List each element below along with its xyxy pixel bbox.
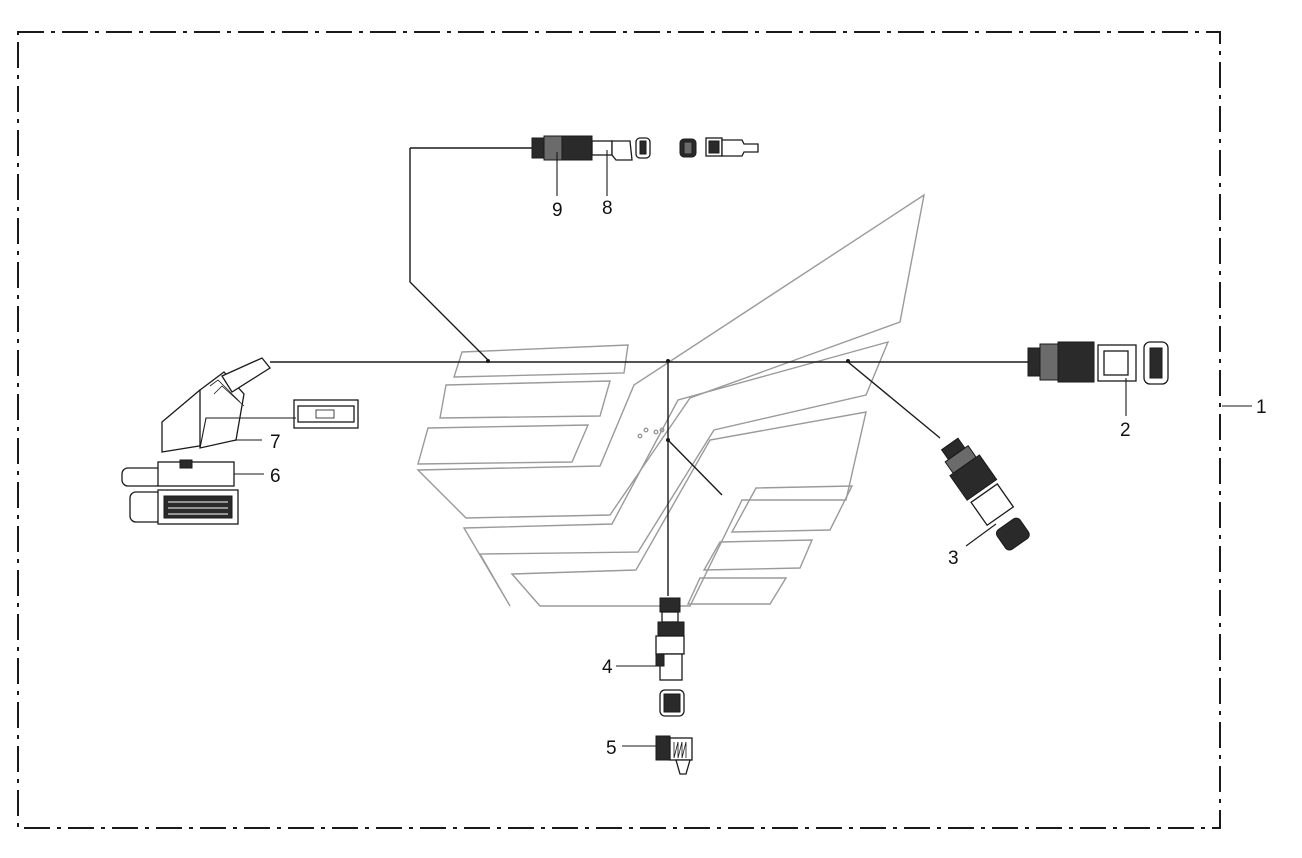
callout-2: 2 — [1120, 420, 1131, 441]
callout-4: 4 — [602, 657, 613, 678]
callout-3: 3 — [948, 548, 959, 569]
connector-item-4 — [655, 597, 685, 717]
callout-5: 5 — [606, 738, 617, 759]
connector-top-spares — [679, 137, 759, 158]
connector-item-3 — [940, 437, 1030, 551]
callout-8: 8 — [602, 198, 613, 219]
assembly-boundary — [17, 31, 1221, 829]
callout-leaders — [234, 150, 1252, 747]
ecu-connector-item-6 — [121, 459, 239, 525]
connector-item-2 — [1027, 341, 1169, 385]
callout-1: 1 — [1256, 397, 1267, 418]
wiring-harness — [270, 147, 1028, 596]
ecu-connector-item-7 — [161, 357, 359, 453]
callout-6: 6 — [270, 466, 281, 487]
callout-9: 9 — [552, 200, 563, 221]
connector-top-assembly — [531, 135, 651, 161]
logo-watermark — [416, 193, 925, 607]
callout-7: 7 — [270, 432, 281, 453]
seal-plug-item-5 — [655, 735, 693, 775]
